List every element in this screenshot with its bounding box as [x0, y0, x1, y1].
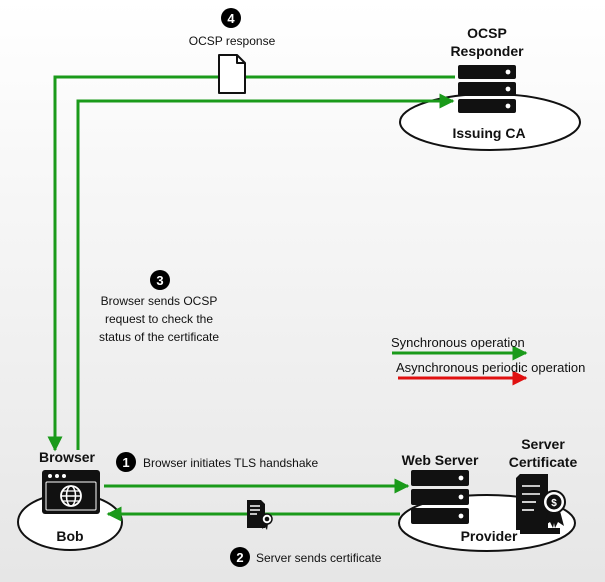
step-2-text: Server sends certificate — [256, 551, 382, 565]
legend-synchronous-label: Synchronous operation — [391, 335, 525, 350]
step-1: 1 Browser initiates TLS handshake — [116, 452, 319, 472]
step-1-badge — [116, 452, 136, 472]
step-1-number: 1 — [122, 455, 129, 470]
step-2: 2 Server sends certificate — [230, 547, 382, 567]
step-2-number: 2 — [236, 550, 243, 565]
step-3-badge — [150, 270, 170, 290]
server-rack-icon — [411, 470, 469, 524]
step-1-text: Browser initiates TLS handshake — [143, 456, 319, 470]
web-server-label: Web Server — [402, 452, 479, 468]
server-certificate-label-line1: Server — [521, 436, 565, 452]
document-icon — [218, 54, 246, 94]
legend-asynchronous-label: Asynchronous periodic operation — [396, 360, 585, 375]
server-certificate-label-line2: Certificate — [509, 454, 578, 470]
step-4-text: OCSP response — [189, 34, 276, 48]
step-3: 3 Browser sends OCSP request to check th… — [99, 270, 219, 344]
step-3-text-line3: status of the certificate — [99, 330, 219, 344]
step-3-number: 3 — [156, 273, 163, 288]
issuing-ca-label: Issuing CA — [452, 125, 525, 141]
step-3-text-line1: Browser sends OCSP — [101, 294, 218, 308]
provider-label: Provider — [461, 528, 518, 544]
certificate-icon — [247, 500, 273, 530]
server-rack-icon — [458, 65, 516, 113]
ocsp-response-arrow — [47, 75, 455, 452]
bob-label: Bob — [56, 528, 83, 544]
globe-icon — [60, 485, 82, 507]
step-4-number: 4 — [227, 11, 235, 26]
step-2-badge — [230, 547, 250, 567]
browser-label: Browser — [39, 449, 96, 465]
ocsp-responder-label-line1: OCSP — [467, 25, 507, 41]
legend: Synchronous operation Asynchronous perio… — [391, 335, 585, 386]
ocsp-responder-label-line2: Responder — [450, 43, 524, 59]
certificate-badge-icon: $ — [516, 474, 566, 534]
step-4: 4 OCSP response — [189, 8, 276, 48]
browser-window-icon — [42, 470, 100, 514]
svg-text:$: $ — [551, 498, 557, 509]
step-3-text-line2: request to check the — [105, 312, 213, 326]
ocsp-request-arrow — [76, 93, 455, 450]
step-4-badge — [221, 8, 241, 28]
